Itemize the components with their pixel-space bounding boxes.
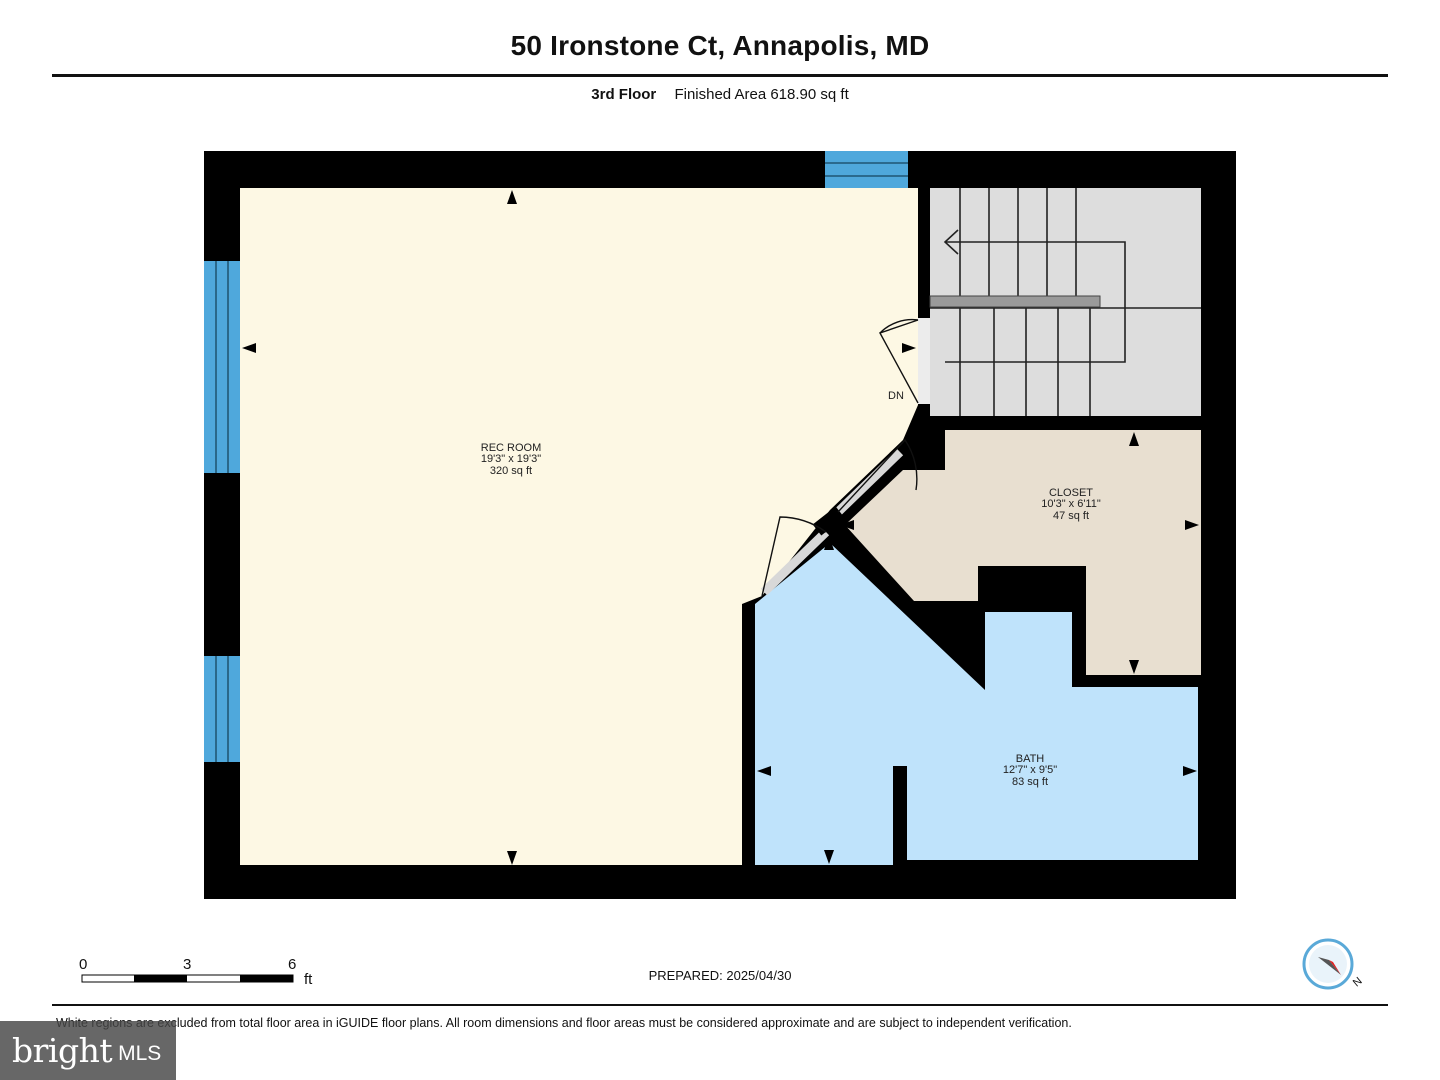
closet-door-jamb (834, 448, 904, 516)
scale-tick-0: 0 (79, 956, 88, 973)
rec-room-dims: 19'3" x 19'3" (481, 453, 541, 465)
door-swings (761, 318, 919, 597)
rec-room-name: REC ROOM (481, 442, 542, 454)
bath-floor[interactable] (755, 543, 1198, 865)
dimension-arrows (242, 190, 1199, 865)
bright-mls-logo: bright MLS (0, 1021, 176, 1080)
scale-unit: ft (304, 971, 313, 988)
logo-brand: bright (12, 1031, 113, 1070)
stair-treads (930, 188, 1201, 416)
scale-bar (81, 974, 294, 983)
scale-tick-3: 3 (183, 956, 192, 973)
plan-title: 50 Ironstone Ct, Annapolis, MD (510, 30, 930, 61)
stair-direction-arrow (943, 229, 1126, 363)
compass-north-label: N (1351, 975, 1365, 989)
bath-area: 83 sq ft (1012, 776, 1048, 788)
bath-dims: 12'7" x 9'5" (1003, 764, 1057, 776)
stairs-down-label: DN (888, 390, 904, 402)
rec-room-floor[interactable] (240, 188, 918, 865)
closet-name: CLOSET (1049, 487, 1093, 499)
floor-name: 3rd Floor (591, 86, 657, 103)
finished-area: Finished Area 618.90 sq ft (674, 86, 849, 103)
bath-name: BATH (1016, 753, 1045, 765)
closet-dims: 10'3" x 6'11" (1041, 498, 1101, 510)
wall-corner (812, 506, 845, 536)
footer-divider (52, 1004, 1388, 1006)
stair-handrail (929, 295, 1101, 308)
window-left-lower (204, 656, 240, 762)
rec-room-area: 320 sq ft (490, 465, 532, 477)
prepared-date: PREPARED: 2025/04/30 (648, 968, 792, 983)
disclaimer-text: White regions are excluded from total fl… (56, 1016, 1072, 1030)
compass-icon: N (1302, 938, 1365, 990)
rec-door-jamb (760, 528, 830, 596)
title-divider (52, 74, 1388, 77)
closet-floor[interactable] (845, 430, 1201, 675)
window-left-upper (204, 261, 240, 473)
plan-subtitle: 3rd Floor Finished Area 618.90 sq ft (0, 86, 1440, 103)
stair-landing-strip (918, 318, 930, 404)
window-top (825, 151, 908, 188)
logo-suffix: MLS (118, 1041, 162, 1065)
scale-tick-6: 6 (288, 956, 297, 973)
closet-area: 47 sq ft (1053, 510, 1089, 522)
